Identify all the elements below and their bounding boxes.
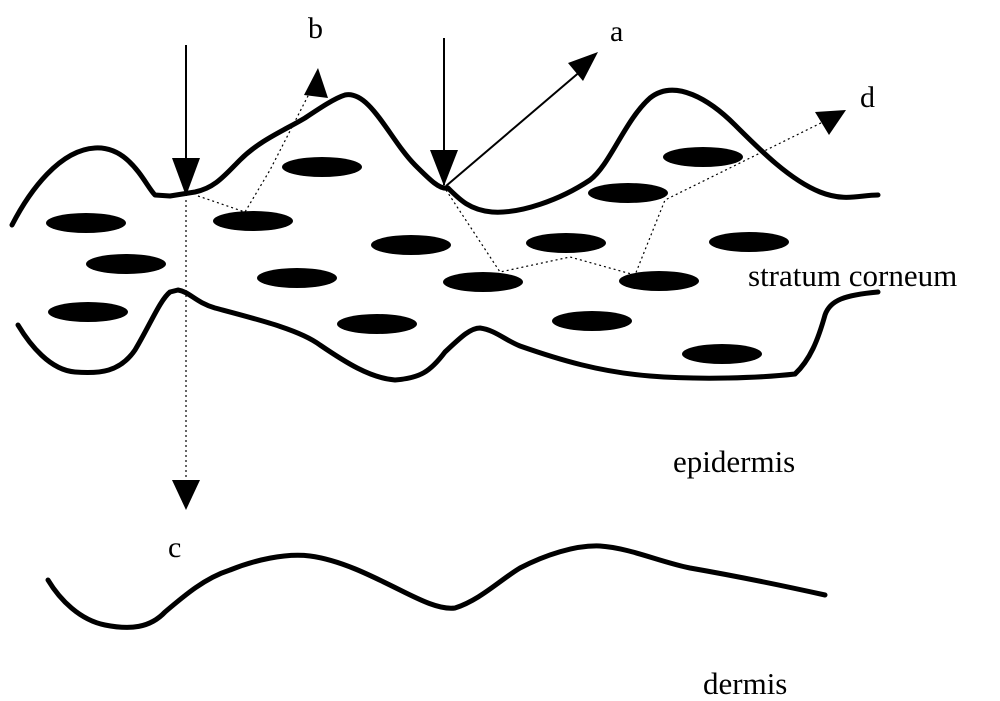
corneocyte	[682, 344, 762, 364]
stratum-corneum-bottom-boundary	[18, 290, 878, 380]
dermal-epidermal-junction	[48, 546, 825, 627]
corneocytes	[46, 147, 789, 364]
path-label-c: c	[168, 533, 181, 563]
corneocyte	[213, 211, 293, 231]
corneocyte	[371, 235, 451, 255]
corneocyte	[337, 314, 417, 334]
corneocyte	[588, 183, 668, 203]
corneocyte	[86, 254, 166, 274]
corneocyte	[257, 268, 337, 288]
path-label-d: d	[860, 83, 875, 113]
corneocyte	[663, 147, 743, 167]
path-label-a: a	[610, 17, 623, 47]
path-b-arrowhead	[304, 68, 328, 98]
layer-label-stratum-corneum: stratum corneum	[748, 260, 957, 291]
path-a-specular-reflection	[446, 70, 582, 186]
layer-label-dermis: dermis	[703, 668, 787, 699]
corneocyte	[443, 272, 523, 292]
path-a-arrowhead	[568, 52, 598, 81]
corneocyte	[282, 157, 362, 177]
corneocyte	[552, 311, 632, 331]
corneocyte	[48, 302, 128, 322]
corneocyte	[709, 232, 789, 252]
path-d-arrowhead	[815, 110, 846, 135]
path-label-b: b	[308, 14, 323, 44]
corneocyte	[46, 213, 126, 233]
corneocyte	[619, 271, 699, 291]
path-c-arrowhead	[172, 480, 200, 510]
path-b-scatter	[198, 92, 310, 212]
corneocyte	[526, 233, 606, 253]
layer-label-epidermis: epidermis	[673, 446, 795, 477]
